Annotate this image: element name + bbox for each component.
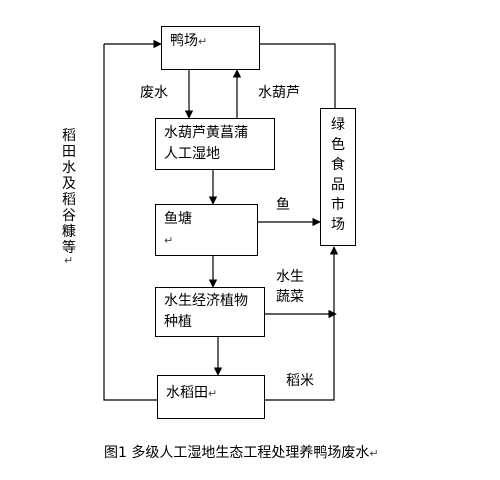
paddy-label: 水稻田 <box>166 385 208 401</box>
wetland-label-line2: 人工湿地 <box>164 146 220 162</box>
market-char: 市 <box>331 197 345 213</box>
node-aquatic-plants: 水生经济植物 种植 <box>155 287 265 337</box>
market-char: 品 <box>331 177 345 193</box>
paragraph-mark: ↵ <box>198 35 208 48</box>
node-fish-pond: 鱼塘 ↵ <box>155 204 258 256</box>
node-wetland: 水葫芦黄菖蒲 人工湿地 <box>155 118 275 170</box>
paragraph-mark: ↵ <box>164 234 174 247</box>
market-char: 绿 <box>331 117 345 133</box>
fish-pond-label: 鱼塘 <box>164 211 192 227</box>
node-paddy: 水稻田↵ <box>157 375 265 419</box>
market-char: 场 <box>331 217 345 233</box>
aquatic-plants-label-line1: 水生经济植物 <box>164 293 248 309</box>
market-char: 食 <box>331 157 345 173</box>
node-duck-farm: 鸭场↵ <box>161 26 260 70</box>
edge-label-fish: 鱼 <box>276 197 290 213</box>
edge-label-paddy-return: 稻田水及稻谷糠等 <box>62 128 76 256</box>
line-rice-market <box>265 262 335 401</box>
market-char: 色 <box>331 137 345 153</box>
aquatic-plants-label-line2: 种植 <box>164 314 192 330</box>
wetland-label-line1: 水葫芦黄菖蒲 <box>164 125 248 141</box>
edge-label-wastewater: 废水 <box>140 85 168 101</box>
caption-text: 图1 多级人工湿地生态工程处理养鸭场废水 <box>104 445 370 461</box>
edge-label-rice: 稻米 <box>286 373 314 389</box>
figure-caption: 图1 多级人工湿地生态工程处理养鸭场废水↵ <box>104 442 379 462</box>
line-paddy-return <box>103 44 157 401</box>
duck-farm-label: 鸭场 <box>170 33 198 49</box>
line-duckfarm-market <box>260 43 336 108</box>
edge-label-vegetables-line2: 蔬菜 <box>276 289 304 305</box>
node-green-food-market: 绿 色 食 品 市 场 <box>320 108 356 246</box>
paragraph-mark: ↵ <box>369 447 379 460</box>
paragraph-mark: ↵ <box>208 387 218 400</box>
edge-label-water-hyacinth: 水葫芦 <box>258 85 300 101</box>
paragraph-mark: ↵ <box>64 254 74 267</box>
edge-label-vegetables-line1: 水生 <box>276 269 304 285</box>
